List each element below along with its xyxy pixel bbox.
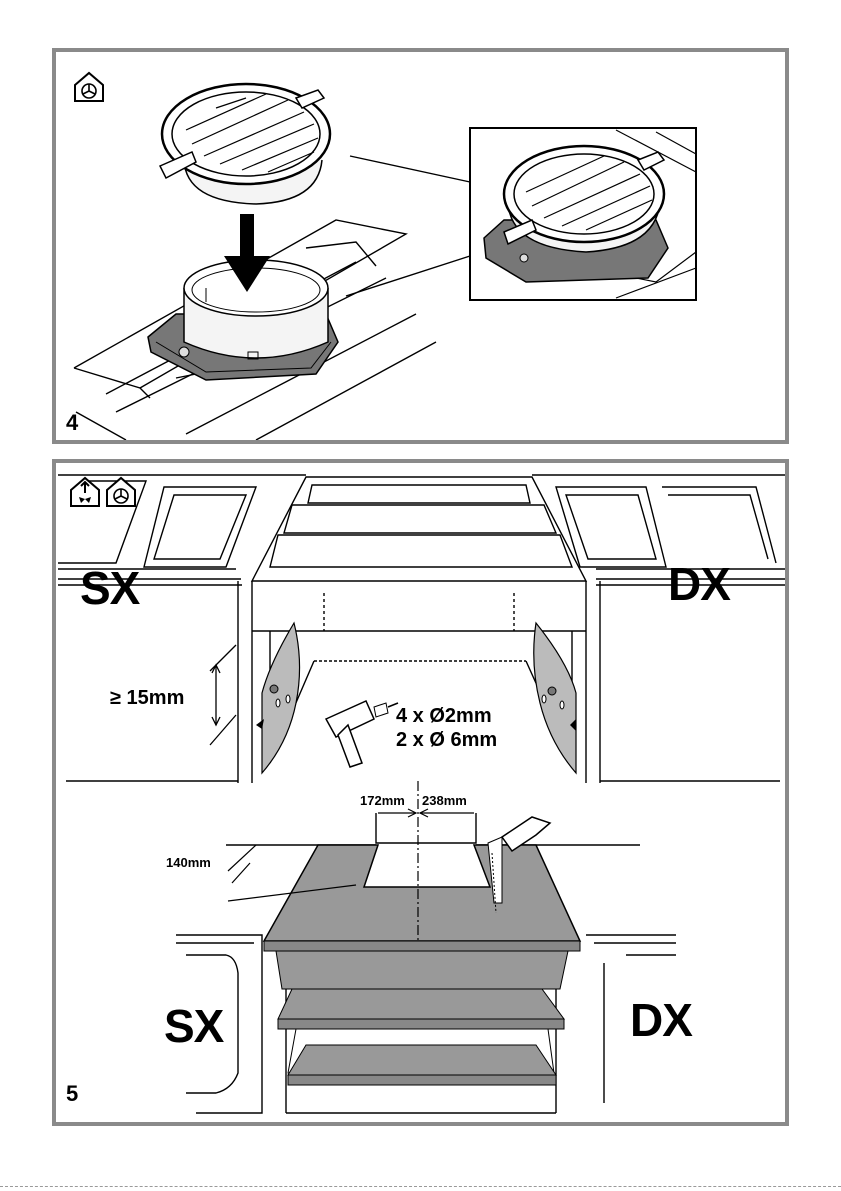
right-side-label-bottom: DX: [630, 993, 692, 1047]
cabinet-top: [264, 845, 580, 1085]
house-recirculation-fan-icon: [104, 475, 138, 514]
large-holes-label: 2 x Ø 6mm: [396, 729, 497, 752]
house-extraction-fan-icon: [68, 475, 102, 514]
step-number: 4: [66, 410, 78, 436]
left-side-label-bottom: SX: [164, 999, 223, 1053]
width-dimensions: [378, 809, 474, 817]
clearance-label: ≥ 15mm: [110, 687, 184, 710]
small-holes-label: 4 x Ø2mm: [396, 705, 492, 728]
page-bottom-border: [0, 1186, 841, 1187]
drill-icon: [326, 701, 398, 767]
right-side-label-top: DX: [668, 557, 730, 611]
non-return-valve: [160, 84, 330, 204]
left-width-dimension-label: 172mm: [360, 793, 405, 808]
side-bracket-right: [534, 623, 576, 773]
step-4-panel: 4: [52, 48, 789, 444]
right-width-dimension-label: 238mm: [422, 793, 467, 808]
step-5-panel: SX DX ≥ 15mm 4 x Ø2mm 2 x Ø 6mm 172mm 23…: [52, 459, 789, 1126]
depth-dimension-label: 140mm: [166, 855, 211, 870]
house-recirculation-fan-icon: [72, 70, 106, 109]
step-number: 5: [66, 1081, 78, 1107]
side-bracket-left: [256, 623, 300, 773]
detail-inset: [470, 128, 696, 300]
clearance-dimension: [210, 645, 236, 745]
step-4-illustration: [56, 52, 785, 440]
left-side-label-top: SX: [80, 561, 139, 615]
